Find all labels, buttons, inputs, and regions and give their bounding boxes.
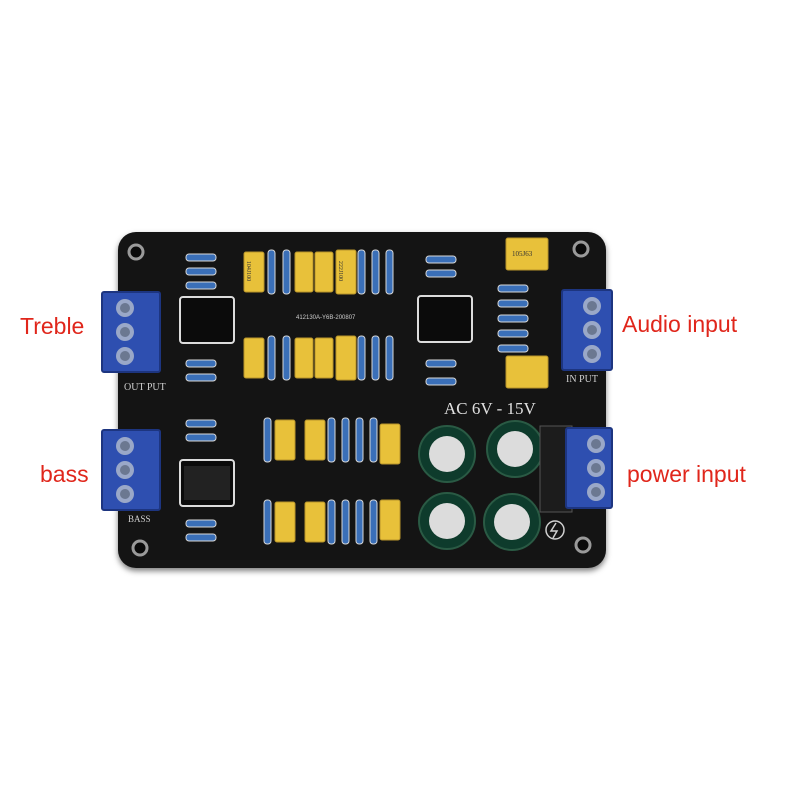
silk-in-put: IN PUT [566, 374, 598, 385]
mounting-hole [131, 539, 149, 557]
silk-cap-code-222: 222J100 [337, 260, 344, 282]
silk-bass: BASS [128, 514, 151, 524]
electrolytic-capacitors [418, 420, 544, 551]
audio-input-label: Audio input [622, 311, 738, 337]
ic-chips [179, 295, 473, 507]
mounting-hole [572, 240, 590, 258]
silk-cap-code-104: 104J100 [245, 260, 252, 282]
treble-label: Treble [20, 313, 85, 339]
power-input-label: power input [627, 461, 746, 487]
silk-out-put: OUT PUT [124, 382, 166, 393]
bass-label: bass [40, 461, 89, 487]
terminal-audio-input [561, 289, 613, 371]
silk-voltage: AC 6V - 15V [444, 399, 536, 418]
terminal-power-input [565, 427, 613, 509]
terminal-bass [101, 429, 161, 511]
mounting-hole [574, 536, 592, 554]
terminal-output [101, 291, 161, 373]
silk-cap-code-105: 105J63 [512, 250, 533, 258]
mounting-hole [127, 243, 145, 261]
silk-board-code: 412130A-Y6B-200807 [296, 315, 356, 321]
